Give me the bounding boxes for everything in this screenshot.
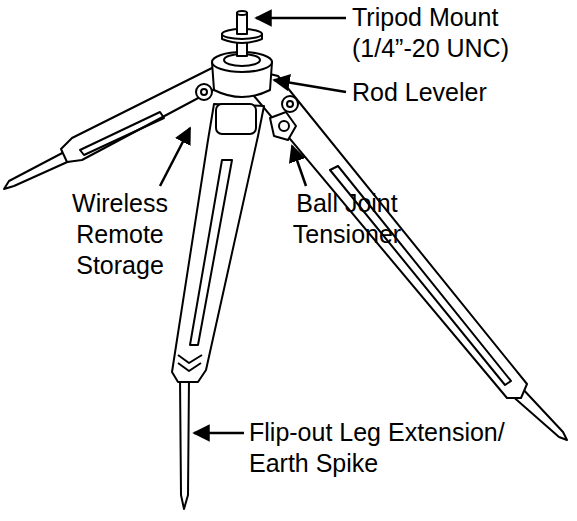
- mount-screw: [237, 11, 247, 15]
- leader-arrow: [160, 128, 190, 186]
- earth-spike: [180, 378, 189, 509]
- tripod-leg: [172, 104, 264, 382]
- leg-hinge: [196, 84, 212, 100]
- leader-arrow: [194, 432, 244, 435]
- part-label: Ball Joint Tensioner: [267, 188, 427, 250]
- leg-chevron: [178, 355, 202, 371]
- part-label: Wireless Remote Storage: [50, 188, 190, 281]
- leg-hinge: [287, 101, 293, 107]
- leader-arrow: [292, 146, 306, 186]
- part-label: Flip-out Leg Extension/ Earth Spike: [249, 417, 521, 479]
- mount-screw: [237, 13, 247, 34]
- leader-arrow: [274, 80, 346, 92]
- leg-slot: [80, 112, 164, 155]
- part-label: Tripod Mount (1/4”-20 UNC): [352, 2, 552, 64]
- leader-arrow: [256, 17, 346, 20]
- leg-hinge: [201, 89, 207, 95]
- part-label: Rod Leveler: [352, 77, 552, 108]
- leg-slot: [190, 160, 232, 345]
- tripod-leg: [254, 72, 527, 398]
- wireless-remote-storage: [216, 104, 256, 134]
- ball-joint-knob: [279, 121, 289, 131]
- ball-joint-tensioner: [270, 112, 296, 140]
- leg-hinge: [282, 96, 298, 112]
